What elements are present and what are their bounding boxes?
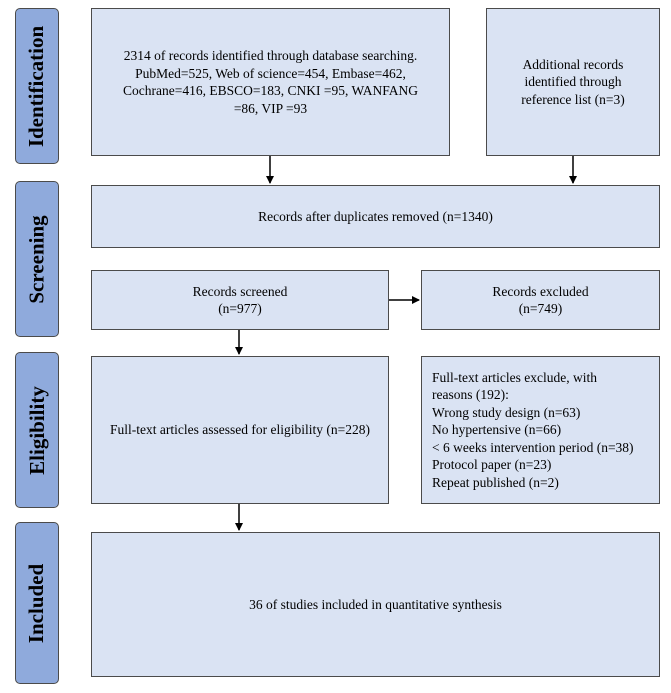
fulltext-assessed-box: Full-text articles assessed for eligibil… [91,356,389,504]
after-duplicates-text: Records after duplicates removed (n=1340… [258,208,493,224]
database-records-box: 2314 of records identified through datab… [91,8,450,156]
fulltext-assessed-text: Full-text articles assessed for eligibil… [110,422,370,438]
records-screened-text: Records screened (n=977) [192,283,288,317]
additional-records-box: Additional records identified through re… [486,8,660,156]
records-screened-box: Records screened (n=977) [91,270,389,330]
stage-included: Included [15,522,59,684]
stage-identification: Identification [15,8,59,164]
additional-records-text: Additional records identified through re… [521,56,625,107]
after-duplicates-box: Records after duplicates removed (n=1340… [91,185,660,248]
fulltext-excluded-text: Full-text articles exclude, with reasons… [432,369,634,490]
stage-eligibility: Eligibility [15,352,59,508]
records-excluded-text: Records excluded (n=749) [492,283,589,317]
stage-screening: Screening [15,181,59,337]
included-box: 36 of studies included in quantitative s… [91,532,660,677]
records-excluded-box: Records excluded (n=749) [421,270,660,330]
fulltext-excluded-box: Full-text articles exclude, with reasons… [421,356,660,504]
database-records-text: 2314 of records identified through datab… [123,48,418,116]
included-text: 36 of studies included in quantitative s… [249,596,502,612]
